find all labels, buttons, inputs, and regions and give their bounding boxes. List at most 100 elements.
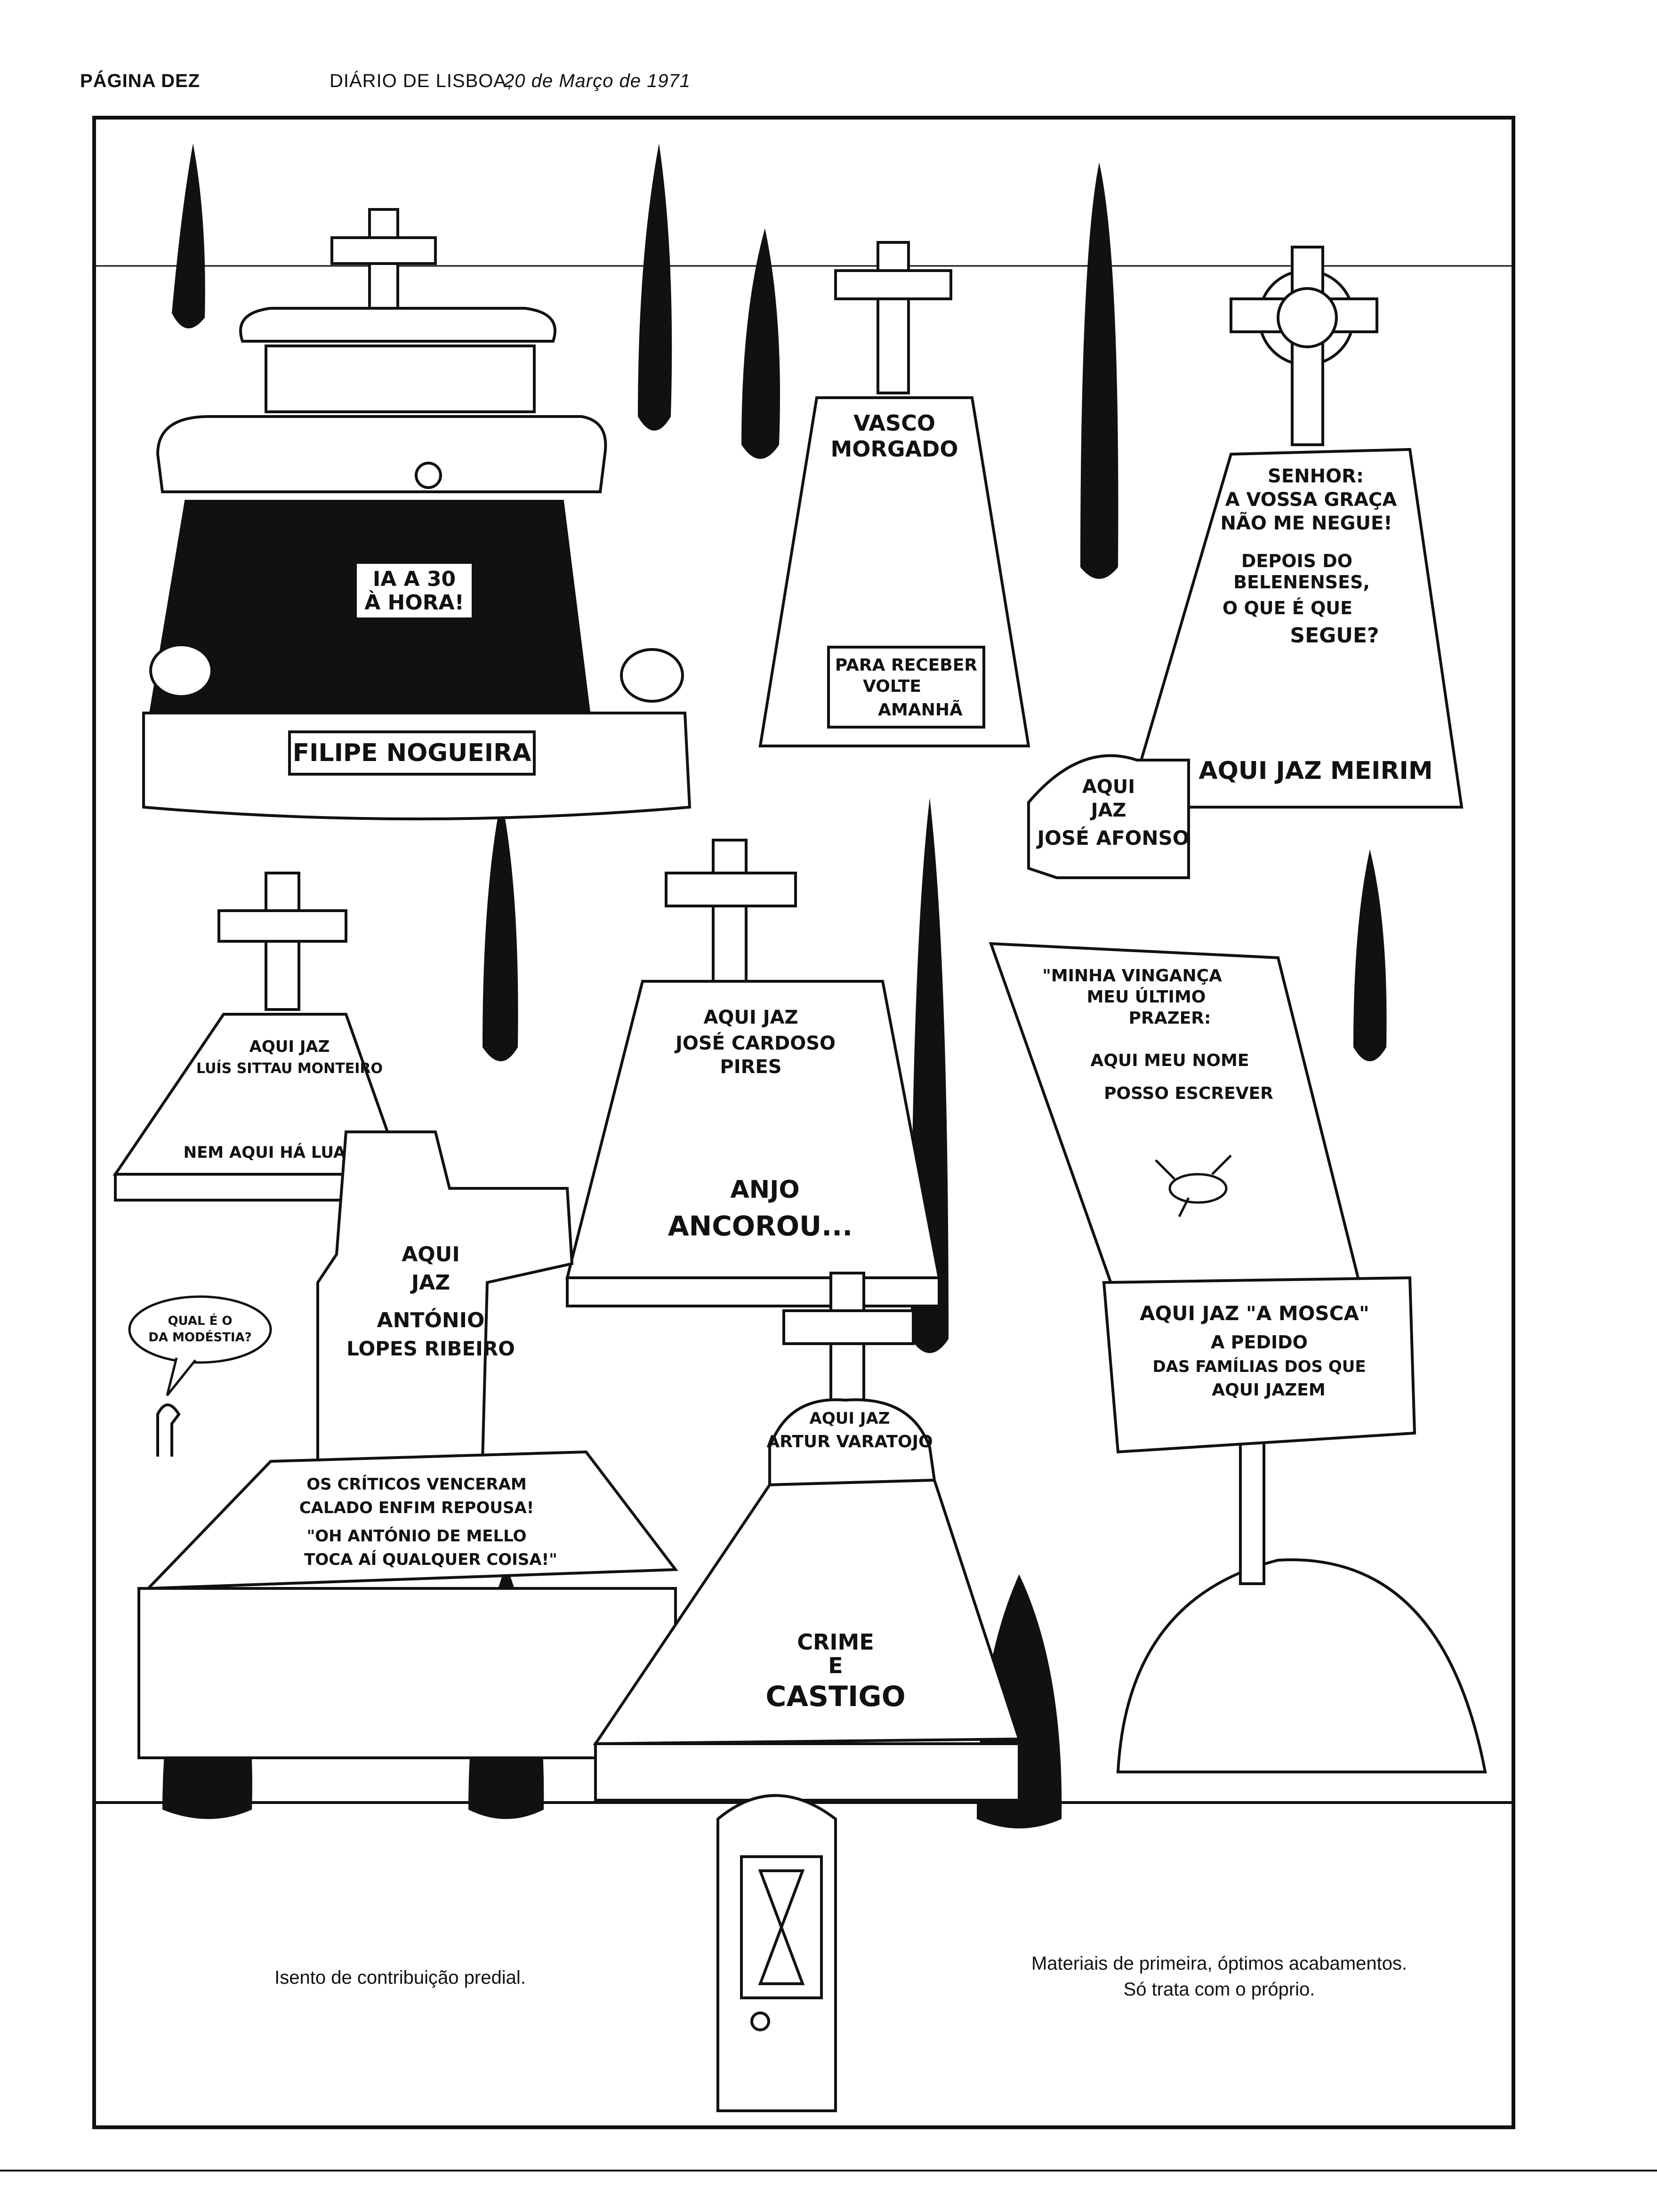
grave-slab-behind-car — [265, 345, 536, 413]
meirim-epitaph-4: DEPOIS DO — [1241, 551, 1352, 571]
cardoso-grave — [565, 839, 941, 1307]
caption-right-line-1: Materiais de primeira, óptimos acabament… — [1031, 1953, 1408, 1974]
cemetery-gate — [716, 1794, 837, 2112]
cartoon-frame — [92, 116, 1515, 2129]
meirim-name: AQUI JAZ MEIRIM — [1199, 757, 1432, 785]
ribeiro-epitaph-1: OS CRÍTICOS VENCERAM — [306, 1475, 527, 1494]
cypress-tree-1 — [172, 144, 205, 329]
vasco-note — [827, 646, 985, 729]
ribeiro-headstone — [316, 1130, 574, 1463]
afonso-epitaph-3: PRAZER: — [1129, 1009, 1211, 1028]
car-taillight-right — [620, 648, 684, 703]
afonso-headstone — [1027, 754, 1190, 879]
varatojo-head-1: AQUI JAZ — [810, 1409, 890, 1428]
afonso-epitaph-1: "MINHA VINGANÇA — [1042, 966, 1222, 986]
cardoso-epitaph-1: ANJO — [730, 1176, 799, 1204]
vasco-cross-horizontal — [834, 269, 952, 300]
gate-handle — [750, 2012, 770, 2031]
mosca-sign-board — [1102, 1276, 1416, 1454]
speech-line-1: QUAL É O — [168, 1313, 232, 1328]
cardoso-slab-side — [566, 1276, 941, 1307]
car-grave — [142, 208, 692, 820]
cardoso-head-2: JOSÉ CARDOSO — [674, 1032, 836, 1054]
ribeiro-grave — [137, 1130, 678, 1759]
mosca-sign-3: DAS FAMÍLIAS DOS QUE — [1152, 1357, 1366, 1376]
vasco-grave — [758, 241, 1030, 747]
ribeiro-epitaph-3: "OH ANTÓNIO DE MELLO — [307, 1526, 527, 1546]
bottom-rule — [0, 2170, 1657, 2172]
vasco-name-1: VASCO — [853, 410, 935, 436]
varatojo-cross-horizontal — [782, 1309, 915, 1345]
cardoso-cross-vertical — [712, 839, 748, 997]
ribeiro-head-4: LOPES RIBEIRO — [346, 1337, 515, 1360]
license-plate-text: FILIPE NOGUEIRA — [293, 739, 531, 767]
ribeiro-head-1: AQUI — [402, 1242, 460, 1266]
car-cross-horizontal — [330, 236, 437, 265]
cemetery-cartoon: IA A 30 À HORA! FILIPE NOGUEIRA VASCO MO… — [92, 116, 1515, 2129]
afonso-head-2: JAZ — [1090, 800, 1126, 821]
varatojo-epitaph-3: CASTIGO — [765, 1680, 905, 1713]
ribeiro-head-3: ANTÓNIO — [377, 1307, 485, 1332]
cypress-tree-5 — [483, 798, 518, 1061]
cypress-tree-7 — [1353, 850, 1387, 1061]
football-icon — [1277, 287, 1338, 348]
mosca-sign-2: A PEDIDO — [1211, 1332, 1308, 1353]
car-trunk-lid — [156, 415, 607, 493]
earth-mound — [1116, 1558, 1487, 1773]
meirim-epitaph-3: NÃO ME NEGUE! — [1220, 511, 1392, 534]
speech-line-2: DA MODÉSTIA? — [148, 1330, 251, 1345]
afonso-epitaph-2: MEU ÚLTIMO — [1087, 987, 1206, 1007]
varatojo-slab — [593, 1478, 1022, 1746]
caption-right-line-2: Só trata com o próprio. — [1123, 1979, 1315, 2000]
afonso-head-3: JOSÉ AFONSO — [1036, 826, 1190, 850]
monteiro-cross-horizontal — [217, 909, 347, 943]
worm-figure — [156, 1403, 181, 1457]
varatojo-headstone — [768, 1398, 936, 1487]
flower-wreath — [239, 307, 556, 343]
meirim-epitaph-2: A VOSSA GRAÇA — [1225, 489, 1397, 511]
monteiro-name: LUÍS SITTAU MONTEIRO — [196, 1060, 383, 1077]
afonso-epitaph-4: AQUI MEU NOME — [1091, 1051, 1249, 1070]
meirim-grave — [1125, 246, 1464, 809]
fly-icon — [1155, 1154, 1232, 1218]
varatojo-epitaph-2: E — [828, 1653, 843, 1678]
ribeiro-epitaph-2: CALADO ENFIM REPOUSA! — [299, 1499, 534, 1517]
varatojo-grave — [593, 1272, 1022, 1802]
issue-date: 20 de Março de 1971 — [504, 71, 691, 91]
cypress-tree-3 — [741, 228, 780, 459]
vasco-name-2: MORGADO — [831, 436, 958, 462]
afonso-head-1: AQUI — [1082, 776, 1135, 798]
car-sign-line-2: À HORA! — [364, 590, 464, 615]
vasco-note-3: AMANHÃ — [878, 700, 963, 720]
mosca-sign-1: AQUI JAZ "A MOSCA" — [1140, 1302, 1369, 1325]
mosca-grave — [1102, 1276, 1487, 1773]
car-taillight-left — [149, 643, 213, 698]
cypress-tree-4 — [1080, 162, 1118, 579]
meirim-epitaph-7: SEGUE? — [1290, 624, 1379, 648]
varatojo-epitaph-1: CRIME — [797, 1629, 874, 1655]
mosca-sign-4: AQUI JAZEM — [1212, 1380, 1325, 1400]
page-number: PÁGINA DEZ — [80, 71, 201, 91]
meirim-slab — [1125, 448, 1464, 809]
meirim-epitaph-5: BELENENSES, — [1233, 572, 1370, 593]
afonso-epitaph-5: POSSO ESCREVER — [1104, 1084, 1273, 1103]
cardoso-epitaph-2: ANCOROU... — [668, 1210, 853, 1242]
hourglass-icon — [758, 1869, 805, 1985]
cardoso-head-3: PIRES — [720, 1056, 781, 1078]
monteiro-head: AQUI JAZ — [249, 1037, 330, 1056]
monteiro-epitaph: NEM AQUI HÁ LUAR — [184, 1143, 358, 1162]
ribeiro-epitaph-4: TOCA AÍ QUALQUER COISA!" — [304, 1550, 557, 1569]
ribeiro-slab-side — [137, 1587, 677, 1759]
varatojo-head-2: ARTUR VARATOJO — [766, 1432, 933, 1451]
ribeiro-head-2: JAZ — [410, 1271, 450, 1295]
varatojo-slab-side — [594, 1742, 1021, 1802]
meirim-epitaph-1: SENHOR: — [1268, 465, 1364, 487]
cardoso-head-1: AQUI JAZ — [703, 1007, 798, 1028]
speech-bubble — [128, 1295, 272, 1396]
vasco-note-2: VOLTE — [863, 677, 921, 696]
ribeiro-slab — [145, 1450, 678, 1590]
caption-left: Isento de contribuição predial. — [274, 1967, 526, 1988]
meirim-epitaph-6: O QUE É QUE — [1223, 598, 1352, 618]
car-sign — [354, 561, 475, 620]
vasco-cross-vertical — [877, 241, 910, 394]
